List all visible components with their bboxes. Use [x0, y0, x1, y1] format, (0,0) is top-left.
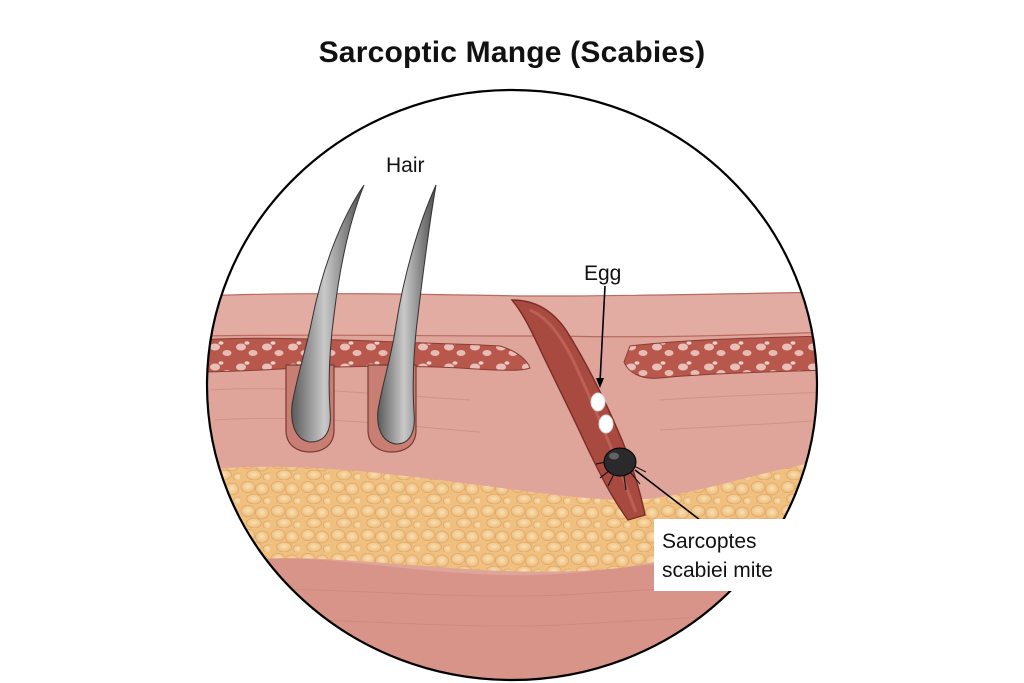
- mite-icon: [595, 447, 647, 491]
- magnifier-circle-outline: [205, 88, 819, 682]
- mite-label-line2: scabiei mite: [662, 559, 773, 582]
- mite-label-line1: Sarcoptes: [662, 530, 757, 553]
- hair-label: Hair: [386, 154, 425, 177]
- mite-leader-line: [634, 469, 701, 521]
- mite-label-background: [654, 519, 804, 591]
- diagram-title: Sarcoptic Mange (Scabies): [318, 36, 706, 69]
- egg-icon: [590, 392, 606, 412]
- skin-layers: [207, 291, 817, 680]
- epidermis-layer: [207, 291, 817, 338]
- hair-strand-right-icon: [377, 184, 437, 445]
- egg-leader-line: [599, 285, 606, 383]
- egg-label: Egg: [584, 262, 621, 285]
- egg-arrowhead: [596, 378, 604, 388]
- hair-strand-left-icon: [291, 184, 365, 443]
- egg-icon: [598, 414, 614, 434]
- vascular-band-right: [623, 335, 817, 379]
